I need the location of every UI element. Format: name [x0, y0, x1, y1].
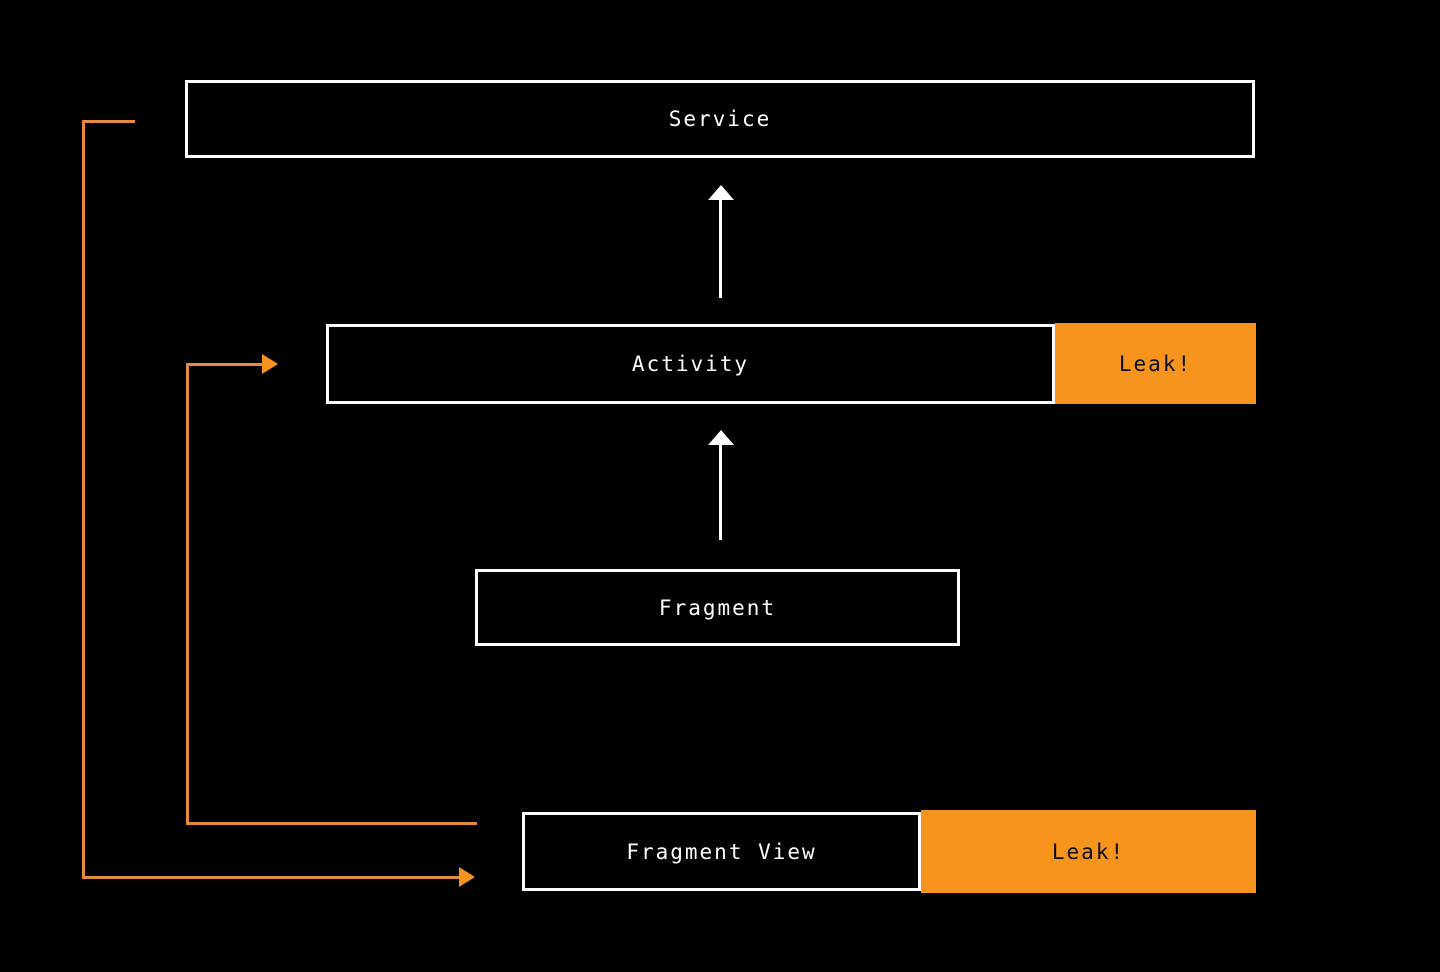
activity-leak-badge: Leak!: [1055, 323, 1256, 404]
arrow-activity-to-service-head-icon: [708, 185, 734, 200]
service-node-label: Service: [668, 107, 772, 131]
orange-path-service-vertical-segment: [82, 120, 85, 878]
orange-path-service-bottom-segment: [82, 876, 460, 879]
arrow-fragment-to-activity-line: [719, 443, 722, 540]
fragment-view-leak-badge: Leak!: [921, 810, 1256, 893]
fragment-view-node-label: Fragment View: [626, 839, 817, 864]
service-node: Service: [185, 80, 1255, 158]
fragment-view-node: Fragment View: [522, 812, 921, 891]
orange-arrowhead-to-activity-icon: [262, 354, 278, 374]
orange-path-fragmentview-vertical-segment: [186, 363, 189, 825]
arrow-activity-to-service-line: [719, 198, 722, 298]
activity-leak-badge-label: Leak!: [1118, 351, 1193, 376]
fragment-node: Fragment: [475, 569, 960, 646]
orange-arrowhead-to-fragment-view-icon: [459, 867, 475, 887]
orange-path-fragmentview-top-segment: [186, 363, 263, 366]
activity-node-label: Activity: [631, 352, 750, 376]
fragment-node-label: Fragment: [658, 595, 777, 620]
activity-node: Activity: [326, 324, 1055, 404]
fragment-view-leak-badge-label: Leak!: [1051, 839, 1126, 864]
arrow-fragment-to-activity-head-icon: [708, 430, 734, 445]
orange-path-service-horizontal-segment: [82, 120, 135, 123]
orange-path-fragmentview-bottom-segment: [186, 822, 477, 825]
